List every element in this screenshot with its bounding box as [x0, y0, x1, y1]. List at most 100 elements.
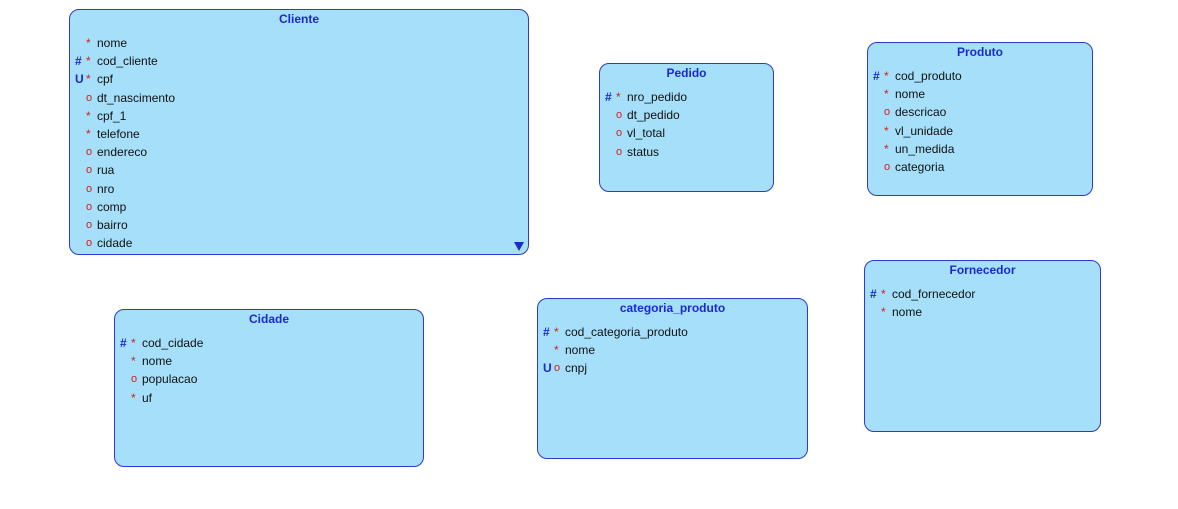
mandatory-marker: * — [131, 354, 136, 369]
attribute-row[interactable]: *uf — [115, 389, 423, 407]
optional-marker: o — [86, 218, 93, 231]
mandatory-marker: * — [616, 90, 621, 104]
attribute-row[interactable]: * nome — [865, 303, 1100, 321]
attribute-row[interactable]: *telefone — [70, 125, 528, 143]
mandatory-marker: * — [884, 69, 889, 83]
attribute-name: un_medida — [895, 141, 955, 156]
entity-title: Pedido — [666, 66, 707, 80]
attribute-row[interactable]: U*cpf — [70, 70, 528, 88]
unique-key-marker: U — [543, 361, 552, 376]
attribute-row[interactable]: o endereco — [70, 143, 528, 161]
mandatory-marker: * — [554, 343, 559, 358]
attribute-row[interactable]: o dt_nascimento — [70, 89, 528, 107]
primary-key-marker: # — [873, 69, 880, 83]
mandatory-marker: * — [86, 126, 91, 141]
attribute-name: vl_unidade — [895, 123, 954, 138]
mandatory-marker: * — [884, 141, 889, 156]
optional-marker: o — [86, 91, 93, 104]
attribute-row[interactable]: # * cod_cidade — [115, 334, 423, 352]
attribute-name: cod_categoria_produto — [565, 325, 688, 339]
attribute-row[interactable]: #*cod_categoria_produto — [538, 323, 807, 341]
attribute-name: nro_pedido — [627, 90, 688, 104]
attribute-name: cidade — [97, 236, 133, 251]
attribute-name: nro — [97, 181, 115, 196]
attribute-name: rua — [97, 163, 115, 178]
attribute-name: bairro — [97, 217, 128, 232]
attribute-row[interactable]: *cpf_1 — [70, 107, 528, 125]
expand-down-icon[interactable] — [514, 242, 524, 251]
mandatory-marker: * — [884, 123, 889, 138]
attribute-name: dt_pedido — [627, 108, 680, 123]
attribute-row[interactable]: * nome — [115, 352, 423, 370]
optional-marker: o — [86, 164, 93, 177]
attribute-name: uf — [142, 390, 153, 405]
attribute-name: cod_produto — [895, 69, 962, 83]
optional-marker: o — [554, 362, 561, 375]
attribute-name: categoria — [895, 159, 945, 174]
optional-marker: o — [616, 127, 623, 140]
entity-title: Fornecedor — [949, 263, 1016, 277]
attribute-row[interactable]: *nome — [70, 34, 528, 52]
entity-categoria-produto[interactable]: categoria_produto#*cod_categoria_produto… — [537, 298, 808, 459]
attribute-name: cod_cidade — [142, 336, 204, 350]
attribute-name: cnpj — [565, 361, 588, 376]
unique-key-marker: U — [75, 72, 84, 87]
entity-title: categoria_produto — [619, 301, 726, 315]
entity-fornecedor[interactable]: Fornecedor # * cod_fornecedor * nome — [864, 260, 1101, 432]
primary-key-marker: # — [75, 54, 82, 69]
attribute-row[interactable]: * nome — [538, 341, 807, 359]
mandatory-marker: * — [881, 305, 886, 320]
attribute-name: cod_fornecedor — [892, 287, 976, 301]
attribute-name: cod_cliente — [97, 54, 158, 69]
entity-title: Produto — [957, 45, 1003, 59]
attribute-name: nome — [565, 343, 596, 358]
mandatory-marker: * — [881, 287, 886, 301]
attribute-row[interactable]: # * cod_produto — [868, 67, 1092, 85]
attribute-name: nome — [895, 87, 926, 102]
mandatory-marker: * — [131, 336, 136, 350]
attribute-name: descricao — [895, 105, 947, 120]
attribute-name: dt_nascimento — [97, 90, 176, 105]
attribute-row[interactable]: # * nro_pedido — [600, 88, 773, 106]
attribute-name: nome — [142, 354, 173, 369]
mandatory-marker: * — [86, 36, 91, 50]
mandatory-marker: * — [884, 87, 889, 102]
attribute-name: nome — [892, 305, 923, 320]
attribute-row[interactable]: # * cod_cliente — [70, 52, 528, 70]
attribute-row[interactable]: * un_medida — [868, 140, 1092, 158]
mandatory-marker: * — [86, 54, 91, 69]
attribute-row[interactable]: o categoria — [868, 158, 1092, 176]
optional-marker: o — [884, 106, 891, 119]
primary-key-marker: # — [120, 336, 127, 350]
primary-key-marker: # — [870, 287, 877, 301]
primary-key-marker: # — [605, 90, 612, 104]
mandatory-marker: * — [554, 325, 559, 339]
attribute-name: cpf_1 — [97, 108, 127, 123]
optional-marker: o — [86, 146, 93, 159]
attribute-list: # * cod_fornecedor * nome — [865, 285, 1100, 321]
attribute-name: status — [627, 144, 660, 159]
optional-marker: o — [884, 160, 891, 173]
attribute-row[interactable]: # * cod_fornecedor — [865, 285, 1100, 303]
attribute-name: endereco — [97, 145, 148, 160]
attribute-row[interactable]: o descricao — [868, 103, 1092, 121]
attribute-row[interactable]: * nome — [868, 85, 1092, 103]
attribute-row[interactable]: * vl_unidade — [868, 122, 1092, 140]
